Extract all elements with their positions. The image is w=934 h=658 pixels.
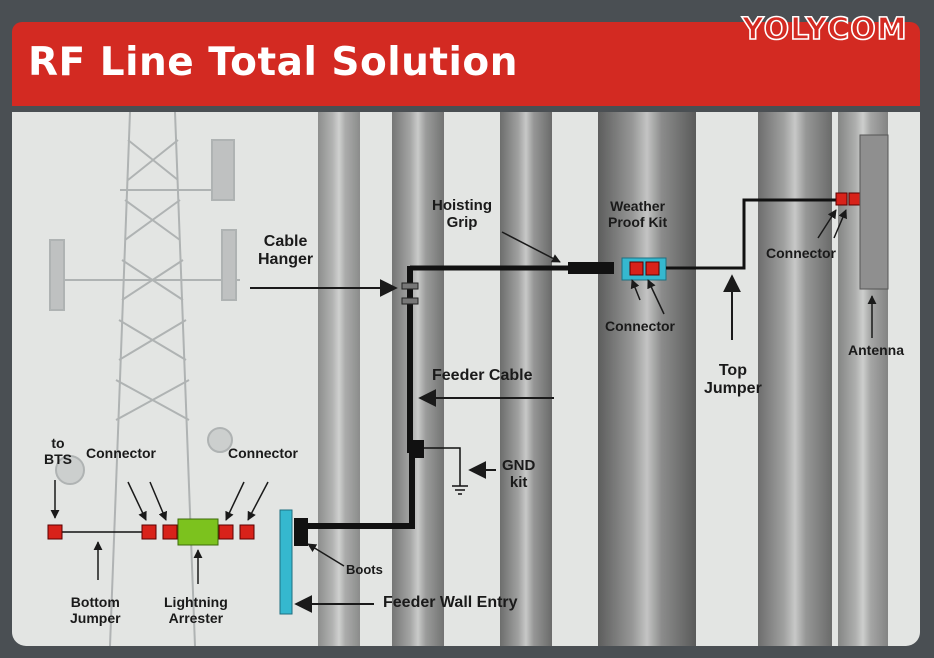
- gnd-kit-label: GND kit: [502, 457, 535, 492]
- feeder-wall-entry-panel: [279, 509, 293, 615]
- boots-label: Boots: [346, 562, 383, 577]
- connector-block: [162, 524, 178, 540]
- tower-illustration: [49, 112, 240, 646]
- gnd-kit-clamp: [412, 440, 424, 458]
- feeder-wall-entry-label: Feeder Wall Entry: [383, 594, 518, 611]
- bg-cable-2: [392, 112, 444, 646]
- bottom-jumper-label-line2: Jumper: [70, 610, 121, 627]
- top-jumper-cable: [666, 198, 838, 270]
- to-bts-label-line1: to: [51, 435, 65, 451]
- cable-hanger-clamp-1: [401, 282, 419, 290]
- cable-hanger-label: Cable Hanger: [258, 233, 313, 270]
- cable-hanger-label-line1: Cable: [263, 233, 308, 250]
- connector-label-left: Connector: [86, 445, 156, 461]
- boots: [294, 518, 308, 546]
- lightning-arrester-label-line1: Lightning: [164, 594, 228, 610]
- gnd-kit-label-line2: kit: [509, 474, 528, 492]
- connector-block: [141, 524, 157, 540]
- bottom-jumper-label-line1: Bottom: [70, 594, 120, 610]
- connector-label-top: Connector: [605, 318, 675, 334]
- title-banner: [12, 22, 920, 106]
- gnd-kit-label-line1: GND: [502, 457, 536, 474]
- connector-label-right: Connector: [228, 445, 298, 461]
- hoisting-grip-label-line2: Grip: [446, 214, 478, 232]
- bg-cable-5: [758, 112, 832, 646]
- connector-block: [629, 261, 644, 276]
- brand-logo: YOLYCOM: [741, 11, 908, 48]
- lightning-arrester-label-line2: Arrester: [168, 610, 224, 627]
- weather-proof-kit-label-line1: Weather: [610, 198, 666, 214]
- connector-label-antenna: Connector: [766, 245, 836, 261]
- bottom-jumper-label: Bottom Jumper: [70, 594, 121, 626]
- feeder-cable-label: Feeder Cable: [432, 367, 533, 384]
- ground-symbol-icon: [452, 485, 468, 495]
- to-bts-label: to BTS: [44, 435, 72, 467]
- top-jumper-label-line2: Jumper: [704, 380, 762, 398]
- callout-arrows: [50, 209, 877, 613]
- cable-hanger-clamp-2: [401, 297, 419, 305]
- bg-cable-1: [318, 112, 360, 646]
- top-jumper-label-line1: Top: [718, 362, 747, 379]
- connector-block: [239, 524, 255, 540]
- lightning-arrester: [177, 518, 219, 546]
- background-cables: [318, 112, 888, 646]
- to-bts-label-line2: BTS: [44, 451, 72, 468]
- antenna-panel: [859, 134, 889, 290]
- weather-proof-kit-label: Weather Proof Kit: [608, 198, 667, 230]
- weather-proof-kit-label-line2: Proof Kit: [608, 214, 668, 231]
- antenna-label: Antenna: [848, 342, 904, 358]
- top-jumper-label: Top Jumper: [704, 362, 762, 399]
- bg-cable-4: [598, 112, 696, 646]
- hoisting-grip-label: Hoisting Grip: [432, 197, 492, 232]
- page-title: RF Line Total Solution: [28, 40, 518, 85]
- connector-block: [47, 524, 63, 540]
- cable-hanger-label-line2: Hanger: [258, 251, 314, 269]
- hoisting-grip: [568, 262, 614, 274]
- hoisting-grip-label-line1: Hoisting: [432, 197, 492, 214]
- connector-block: [645, 261, 660, 276]
- bg-cable-3: [500, 112, 552, 646]
- lightning-arrester-label: Lightning Arrester: [164, 594, 228, 626]
- gnd-wire: [424, 447, 461, 486]
- connector-block: [835, 192, 848, 206]
- connector-block: [218, 524, 234, 540]
- connector-block: [848, 192, 861, 206]
